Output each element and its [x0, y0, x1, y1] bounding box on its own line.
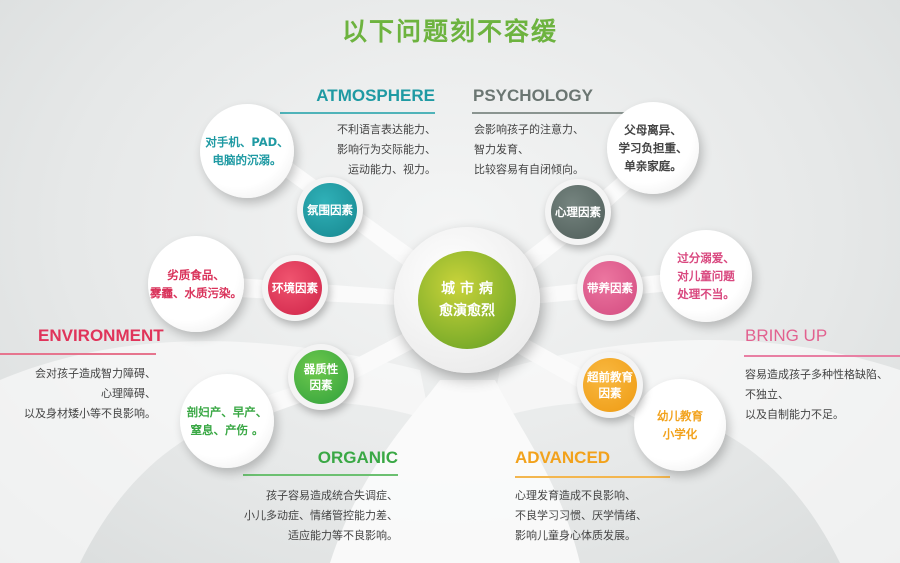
page-title: 以下问题刻不容缓	[341, 17, 558, 46]
advanced-divider	[515, 476, 670, 478]
factor-label: 带养因素	[583, 261, 637, 315]
desc-line: 以及身材矮小等不良影响。	[24, 407, 156, 420]
cause-line: 幼儿教育	[657, 409, 703, 423]
cause-line: 窒息、产伤 。	[190, 423, 264, 437]
environment-cause-bubble: 劣质食品、雾霾、水质污染。	[148, 236, 244, 332]
desc-line: 不利语言表达能力、	[337, 123, 436, 136]
desc-line: 不良学习习惯、厌学情绪、	[515, 509, 647, 522]
factor-line: 因素	[598, 386, 622, 400]
factor-line: 器质性	[303, 362, 339, 376]
factor-label: 环境因素	[268, 261, 322, 315]
desc-line: 不独立、	[745, 388, 789, 401]
factor-line: 因素	[309, 378, 333, 392]
factor-label: 心理因素	[551, 185, 605, 239]
atmosphere-divider	[280, 112, 435, 114]
environment-desc: 会对孩子造成智力障碍、 心理障碍、 以及身材矮小等不良影响。	[0, 364, 156, 424]
cause-line: 处理不当。	[677, 287, 735, 301]
bringup-heading: BRING UP	[745, 326, 828, 345]
organic-desc: 孩子容易造成统合失调症、 小儿多动症、情绪管控能力差、 适应能力等不良影响。	[230, 486, 398, 546]
desc-line: 适应能力等不良影响。	[288, 529, 398, 542]
center-line: 城 市 病	[441, 281, 493, 297]
bringup-cause-bubble: 过分溺爱、对儿童问题处理不当。	[660, 230, 752, 322]
bringup-factor-node: 带养因素	[577, 255, 643, 321]
organic-factor-node: 器质性因素	[288, 344, 354, 410]
bringup-divider	[744, 355, 900, 357]
cause-line: 劣质食品、	[167, 268, 225, 282]
organic-divider	[243, 474, 398, 476]
cause-line: 电脑的沉溺。	[212, 153, 282, 167]
factor-label: 器质性因素	[294, 350, 348, 404]
desc-line: 影响儿童身心体质发展。	[515, 529, 636, 542]
psychology-factor-node: 心理因素	[545, 179, 611, 245]
desc-line: 心理障碍、	[101, 387, 156, 400]
advanced-heading: ADVANCED	[515, 448, 611, 467]
desc-line: 容易造成孩子多种性格缺陷、	[745, 368, 888, 381]
psychology-divider	[472, 112, 627, 114]
desc-line: 小儿多动症、情绪管控能力差、	[244, 509, 398, 522]
psychology-cause-bubble: 父母离异、学习负担重、单亲家庭。	[607, 102, 699, 194]
factor-line: 超前教育	[587, 370, 633, 384]
factor-label: 超前教育因素	[583, 358, 637, 412]
atmosphere-heading: ATMOSPHERE	[316, 86, 435, 105]
desc-line: 影响行为交际能力、	[337, 143, 436, 156]
factor-label: 氛围因素	[303, 183, 357, 237]
desc-line: 以及自制能力不足。	[745, 408, 844, 421]
atmosphere-cause-bubble: 对手机、PAD、电脑的沉溺。	[200, 104, 294, 198]
environment-heading: ENVIRONMENT	[38, 326, 164, 345]
environment-factor-node: 环境因素	[262, 255, 328, 321]
desc-line: 运动能力、视力。	[348, 163, 436, 176]
environment-divider	[0, 353, 156, 355]
desc-line: 心理发育造成不良影响、	[515, 489, 636, 502]
desc-line: 会对孩子造成智力障碍、	[35, 367, 156, 380]
organic-heading: ORGANIC	[317, 448, 398, 467]
desc-line: 孩子容易造成统合失调症、	[266, 489, 398, 502]
cause-line: 剖妇产、早产、	[186, 405, 268, 419]
cause-line: 过分溺爱、	[677, 251, 735, 265]
cause-line: 对儿童问题	[677, 269, 735, 283]
atmosphere-desc: 不利语言表达能力、 影响行为交际能力、 运动能力、视力。	[300, 120, 436, 180]
cause-line: 小学化	[662, 427, 698, 441]
advanced-factor-node: 超前教育因素	[577, 352, 643, 418]
center-node: 城 市 病愈演愈烈	[394, 227, 540, 373]
center-core: 城 市 病愈演愈烈	[418, 251, 516, 349]
organic-cause-bubble: 剖妇产、早产、窒息、产伤 。	[180, 374, 274, 468]
cause-line: 单亲家庭。	[624, 159, 682, 173]
psychology-desc: 会影响孩子的注意力、 智力发育、 比较容易有自闭倾向。	[474, 120, 624, 180]
psychology-heading: PSYCHOLOGY	[473, 86, 593, 105]
bringup-desc: 容易造成孩子多种性格缺陷、 不独立、 以及自制能力不足。	[745, 365, 900, 425]
desc-line: 比较容易有自闭倾向。	[474, 163, 584, 176]
cause-line: 父母离异、	[624, 123, 682, 137]
cause-line: 对手机、PAD、	[205, 135, 289, 149]
cause-line: 学习负担重、	[618, 141, 688, 155]
cause-line: 雾霾、水质污染。	[150, 286, 242, 300]
desc-line: 会影响孩子的注意力、	[474, 123, 584, 136]
atmosphere-factor-node: 氛围因素	[297, 177, 363, 243]
desc-line: 智力发育、	[474, 143, 529, 156]
advanced-cause-bubble: 幼儿教育小学化	[634, 379, 726, 471]
center-line: 愈演愈烈	[439, 303, 495, 319]
advanced-desc: 心理发育造成不良影响、 不良学习习惯、厌学情绪、 影响儿童身心体质发展。	[515, 486, 685, 546]
